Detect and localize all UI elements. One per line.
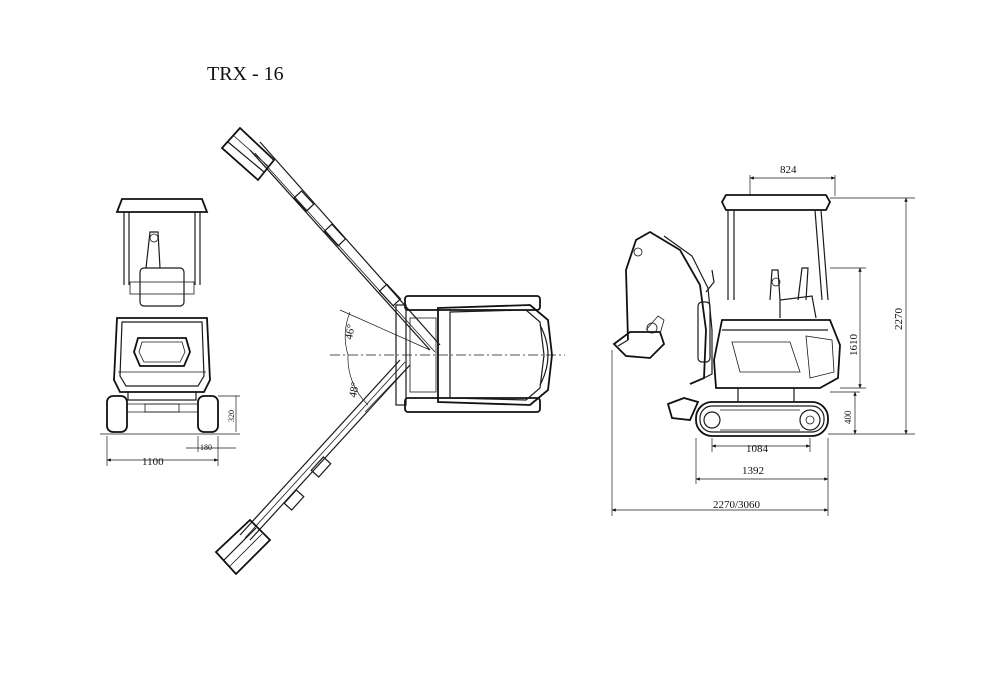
front-clearance-dimension: 320: [227, 410, 236, 422]
front-view: 1100 180 320: [100, 198, 240, 468]
top-view: 46° 48°: [214, 126, 565, 576]
front-track-width-dimension: 180: [200, 443, 212, 452]
total-height-dimension: 2270: [893, 308, 905, 331]
blade-height-dimension: 400: [843, 410, 853, 424]
cab-width-dimension: 824: [780, 164, 797, 176]
swing-angle-left: 48°: [347, 381, 361, 398]
side-view: 824 2270 1610 400 1084 1392 2270/3060: [611, 164, 915, 516]
overall-length-dimension: 2270/3060: [713, 499, 761, 511]
track-overall-dimension: 1392: [742, 465, 764, 477]
drawing-title: TRX - 16: [207, 63, 284, 85]
track-length-dimension: 1084: [746, 443, 769, 455]
swing-angle-right: 46°: [343, 323, 357, 340]
front-width-dimension: 1100: [142, 456, 164, 468]
cab-height-dimension: 1610: [848, 334, 860, 357]
